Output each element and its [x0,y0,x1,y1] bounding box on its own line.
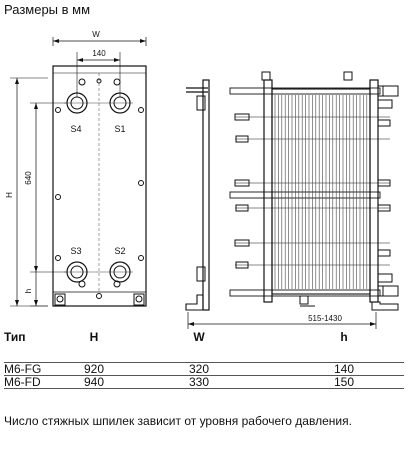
dim-w: W [92,30,100,39]
dim-h-small: h [24,289,33,293]
col-header-h-total: H [89,330,99,344]
page-title: Размеры в мм [4,2,91,17]
dim-640: 640 [24,171,33,185]
col-header-h-small: h [340,330,348,344]
heat-exchanger-drawing: W 140 H 640 h S4 S1 S3 S2 [5,30,399,329]
cell-h-small: 140 [284,362,404,376]
table-row: M6-FD 940 330 150 [4,375,404,389]
side-view [185,71,399,311]
table-row: M6-FG 920 320 140 [4,362,404,376]
cell-h-small: 150 [284,375,404,389]
table-header-row: Тип H W h [4,326,404,348]
footer-note: Число стяжных шпилек зависит от уровня р… [4,414,352,428]
cell-type: M6-FG [4,362,74,376]
port-label-s2: S2 [114,246,125,256]
range-dimension [187,312,377,329]
front-view [10,37,147,307]
dim-140: 140 [92,49,106,58]
cell-w: 330 [114,375,284,389]
cell-h-total: 920 [74,362,114,376]
spec-table: Тип H W h M6-FG 920 320 140 M6-FD 940 33… [4,326,404,389]
port-label-s3: S3 [70,246,81,256]
cell-h-total: 940 [74,375,114,389]
port-label-s4: S4 [70,124,81,134]
col-header-type: Тип [4,330,26,344]
dim-range: 515-1430 [308,314,342,323]
cell-w: 320 [114,362,284,376]
col-header-w: W [193,330,205,344]
dim-h-total: H [5,192,14,198]
plate-pack-lines [274,95,368,289]
port-label-s1: S1 [114,124,125,134]
cell-type: M6-FD [4,375,74,389]
